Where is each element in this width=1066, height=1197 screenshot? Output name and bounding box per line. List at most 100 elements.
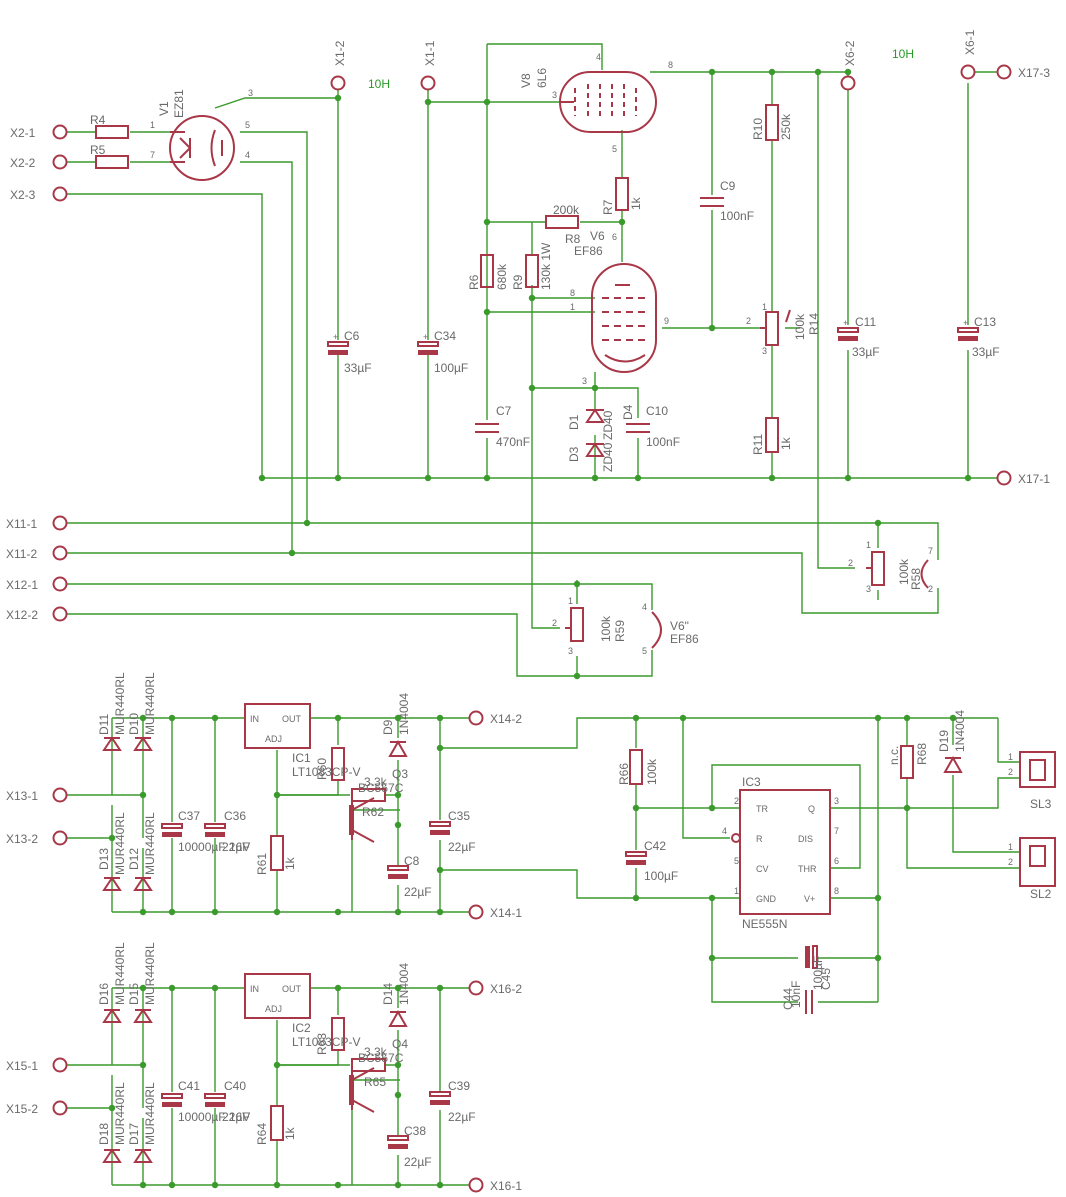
ic3-ne555 (739, 789, 831, 915)
label-sl3: SL3 (1030, 797, 1052, 811)
label-r58-value: 100k (897, 558, 911, 585)
ic3-reset-bubble (731, 833, 741, 843)
svg-text:3: 3 (248, 88, 253, 98)
cap-c40 (204, 1093, 226, 1107)
label-r7-value: 1k (629, 196, 643, 210)
label-v6b-type: EF86 (670, 632, 699, 646)
label-q4: Q4 (392, 1037, 408, 1051)
label-c39-value: 22µF (448, 1110, 476, 1124)
label-c41: C41 (178, 1079, 200, 1093)
label-x13-1: X13-1 (6, 789, 38, 803)
pad-x15-2 (52, 1100, 68, 1116)
cap-c37 (161, 823, 183, 837)
label-r66-value: 100k (645, 758, 659, 785)
label-c42: C42 (644, 839, 666, 853)
label-x2-3: X2-3 (10, 188, 36, 202)
label-c13: C13 (974, 315, 996, 329)
cap-c39 (429, 1091, 451, 1105)
label-ic1-value: LT1083CP-V (292, 765, 360, 779)
pad-x15-1 (52, 1057, 68, 1073)
label-d19: D19 (937, 730, 951, 752)
label-d1-value: ZD40 (601, 410, 615, 440)
svg-text:3: 3 (568, 646, 573, 656)
ic1-pin-adj: ADJ (265, 734, 282, 744)
resistor-r4 (95, 125, 129, 139)
svg-text:3: 3 (552, 90, 557, 100)
pad-x2-2 (52, 154, 68, 170)
label-d14-value: 1N4004 (397, 963, 411, 1005)
diode-d15 (133, 1008, 153, 1023)
label-c35-value: 22µF (448, 840, 476, 854)
cap-c10 (626, 423, 650, 433)
zener-d1 (585, 408, 605, 423)
label-d12-value: MUR440RL (143, 812, 157, 875)
cap-c38 (387, 1135, 409, 1149)
label-c37-value: 10000µF 16V (178, 840, 250, 854)
diode-d12 (133, 876, 153, 891)
label-c7: C7 (496, 404, 512, 418)
svg-text:8: 8 (570, 288, 575, 298)
label-r65: R65 (364, 1075, 386, 1089)
svg-text:1: 1 (762, 302, 767, 312)
svg-text:+: + (423, 332, 428, 342)
label-r64: R64 (255, 1123, 269, 1145)
label-c34: C34 (434, 329, 456, 343)
pad-x6-1 (960, 64, 976, 80)
label-r6: R6 (467, 274, 481, 290)
label-c36: C36 (224, 809, 246, 823)
label-v1-type: EZ81 (172, 89, 186, 118)
diode-d14 (388, 1009, 408, 1027)
tube-v1 (169, 115, 235, 181)
label-r68: R68 (915, 743, 929, 765)
svg-text:7: 7 (928, 546, 933, 556)
svg-text:6: 6 (834, 856, 839, 866)
label-x17-1: X17-1 (1018, 472, 1050, 486)
labels: X1-2 X1-1 X6-2 X6-1 X17-3 X17-1 X2-1 X2-… (6, 29, 1052, 1193)
svg-text:2: 2 (928, 584, 933, 594)
label-x14-1: X14-1 (490, 906, 522, 920)
pad-x14-2 (468, 710, 484, 726)
cap-c9 (700, 197, 724, 207)
label-ic2: IC2 (292, 1021, 311, 1035)
diode-d19 (943, 755, 963, 773)
svg-text:2: 2 (1008, 857, 1013, 867)
tube-v8 (559, 71, 657, 133)
label-q3: Q3 (392, 767, 408, 781)
label-c38: C38 (404, 1124, 426, 1138)
pad-x1-2 (330, 75, 346, 91)
ic2-pin-out: OUT (282, 984, 302, 994)
label-c36-value: 22µF (222, 840, 250, 854)
label-r11: R11 (751, 434, 765, 455)
label-q4-value: BC557C (358, 1051, 404, 1065)
svg-text:+: + (333, 332, 338, 342)
label-c13-value: 33µF (972, 345, 1000, 359)
label-x14-2: X14-2 (490, 712, 522, 726)
svg-text:2: 2 (746, 316, 751, 326)
label-r63: R63 (315, 1033, 329, 1055)
cap-c44 (805, 990, 813, 1014)
svg-text:2: 2 (552, 618, 557, 628)
label-x11-2: X11-2 (6, 547, 37, 561)
diode-d11 (102, 736, 122, 751)
resistor-r64 (270, 1105, 284, 1141)
cap-c8 (387, 865, 409, 879)
pad-x13-2 (52, 830, 68, 846)
label-c6-value: 33µF (344, 361, 372, 375)
svg-text:2: 2 (1008, 767, 1013, 777)
resistor-r63 (331, 1017, 345, 1051)
zener-d3 (585, 442, 605, 457)
pad-x11-1 (52, 515, 68, 531)
ic1-pin-in: IN (250, 714, 259, 724)
label-c8-value: 22µF (404, 885, 432, 899)
label-r14: R14 (807, 313, 821, 335)
label-c35: C35 (448, 809, 470, 823)
label-d9: D9 (381, 719, 395, 735)
cap-c13 (957, 327, 979, 341)
pad-x16-2 (468, 980, 484, 996)
diode-d10 (133, 736, 153, 751)
label-ic3: IC3 (742, 775, 761, 789)
label-d1: D1 (567, 414, 581, 430)
label-r62: R62 (362, 805, 384, 819)
svg-text:8: 8 (668, 60, 673, 70)
diode-d18 (102, 1148, 122, 1163)
